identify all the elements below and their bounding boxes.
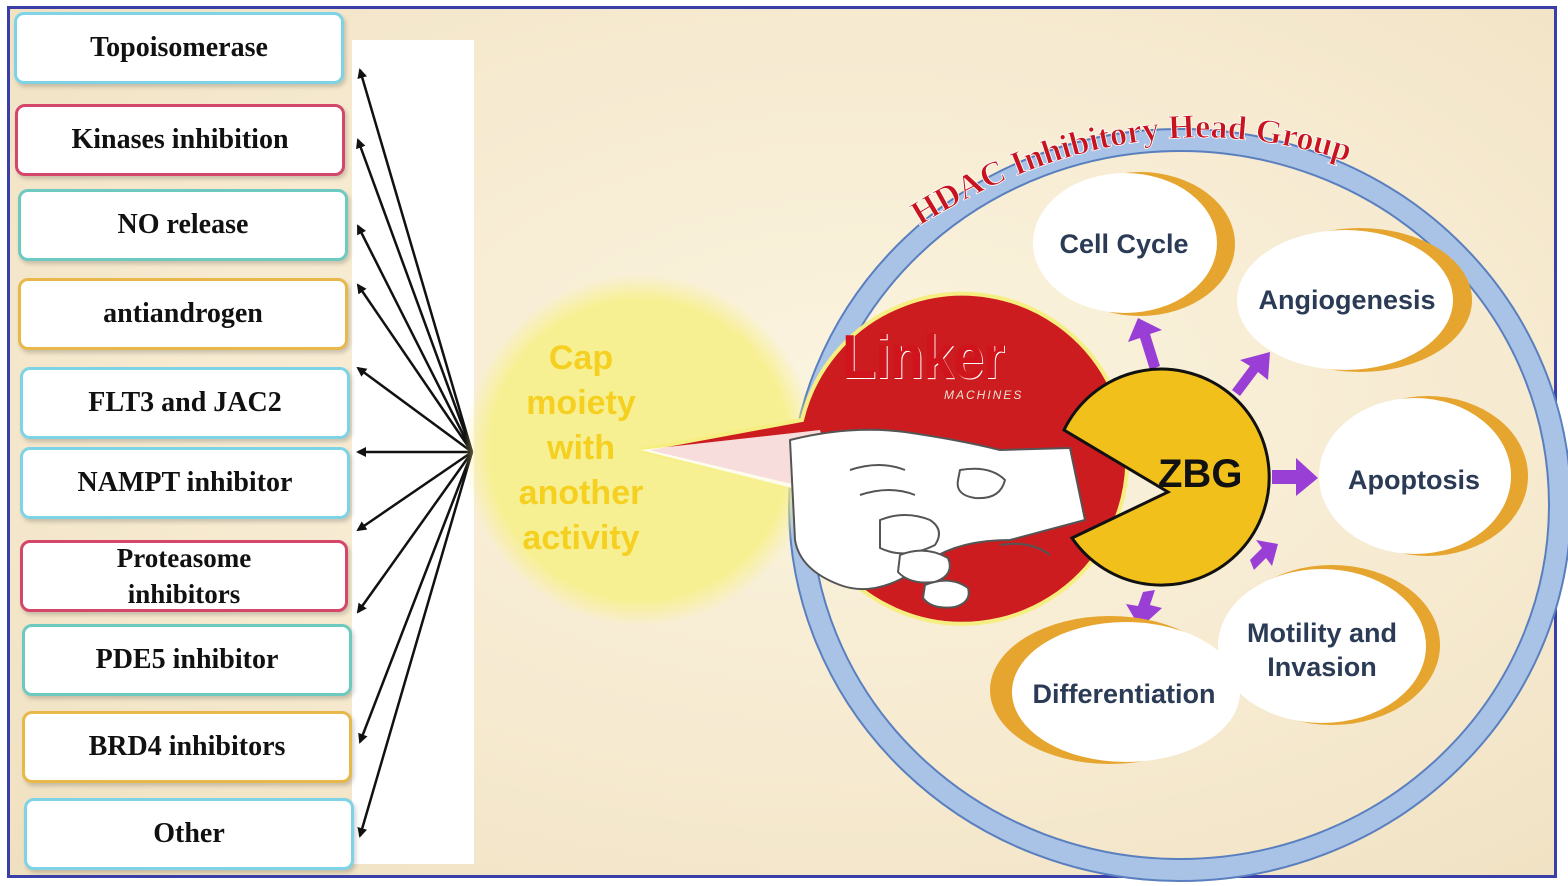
target-label-line-2: inhibitors [127, 579, 241, 609]
target-box-brd4: BRD4 inhibitors [22, 711, 352, 783]
effect-label-line-1: Motility and [1247, 618, 1397, 648]
effect-label-line: Cell Cycle [1059, 229, 1189, 259]
target-box-no-release: NO release [18, 189, 348, 261]
target-arrow-10 [357, 451, 474, 838]
target-arrow-8 [356, 451, 474, 614]
handshake-illustration [789, 428, 1086, 609]
arrow-to-angiogenesis [1232, 352, 1270, 396]
effect-bubbles [990, 172, 1528, 764]
target-label: Other [153, 818, 225, 849]
target-label: Kinases inhibition [71, 124, 289, 155]
effect-label-line: Differentiation [1032, 679, 1216, 709]
target-arrow-9 [358, 451, 474, 744]
effect-label-motility: Motility and Invasion [1247, 616, 1397, 684]
target-arrow-7 [356, 450, 473, 532]
target-arrows [356, 68, 474, 838]
target-arrow-2 [356, 138, 474, 453]
target-arrow-1 [357, 68, 474, 453]
cap-line-1: Cap [548, 339, 614, 377]
target-box-nampt: NAMPT inhibitor [20, 447, 350, 519]
target-box-topoisomerase: Topoisomerase [14, 12, 344, 84]
bubble-angiogenesis [1237, 228, 1472, 372]
effect-label-line-2: Invasion [1267, 652, 1377, 682]
target-label: BRD4 inhibitors [88, 731, 286, 762]
cap-line-3: with [547, 429, 615, 467]
zbg-label: ZBG [1158, 452, 1243, 496]
target-label: Topoisomerase [90, 32, 268, 63]
effect-label-line: Angiogenesis [1258, 285, 1436, 315]
target-box-other: Other [24, 798, 354, 870]
target-label: antiandrogen [103, 298, 263, 329]
linker-label: Linker [842, 323, 1005, 392]
target-arrow-5 [356, 366, 473, 454]
effect-label-line: Apoptosis [1348, 465, 1480, 495]
target-box-pde5: PDE5 inhibitor [22, 624, 352, 696]
arrow-to-apoptosis [1272, 458, 1318, 496]
cap-line-4: another [518, 474, 644, 512]
target-box-kinases: Kinases inhibition [15, 104, 345, 176]
cap-moiety-label: Cap moiety with another activity [490, 336, 672, 561]
arrow-to-motility [1250, 540, 1278, 570]
target-label-line-1: Proteasome [116, 543, 252, 573]
effect-label-differentiation: Differentiation [1032, 677, 1215, 711]
target-box-antiandrogen: antiandrogen [18, 278, 348, 350]
target-box-flt3-jac2: FLT3 and JAC2 [20, 367, 350, 439]
bubble-motility [1218, 565, 1440, 725]
linker-watermark: MACHINES [944, 388, 1024, 402]
target-label: NO release [117, 209, 249, 240]
effect-label-apoptosis: Apoptosis [1348, 463, 1480, 497]
effect-label-cell-cycle: Cell Cycle [1059, 227, 1188, 261]
target-label: FLT3 and JAC2 [88, 387, 282, 418]
bubble-cell-cycle [1033, 172, 1235, 316]
target-label: PDE5 inhibitor [95, 644, 279, 675]
bubble-apoptosis [1319, 396, 1528, 556]
cap-line-2: moiety [526, 384, 636, 422]
bubble-differentiation [990, 616, 1240, 764]
target-box-proteasome: Proteasome inhibitors [20, 540, 348, 612]
zbg-pacman [1062, 367, 1271, 587]
arrow-to-cell-cycle [1128, 318, 1162, 370]
target-arrow-4 [356, 283, 474, 453]
target-label: NAMPT inhibitor [77, 467, 293, 498]
cap-line-5: activity [522, 519, 640, 557]
target-arrow-3 [356, 224, 474, 453]
effect-label-angiogenesis: Angiogenesis [1258, 283, 1435, 317]
